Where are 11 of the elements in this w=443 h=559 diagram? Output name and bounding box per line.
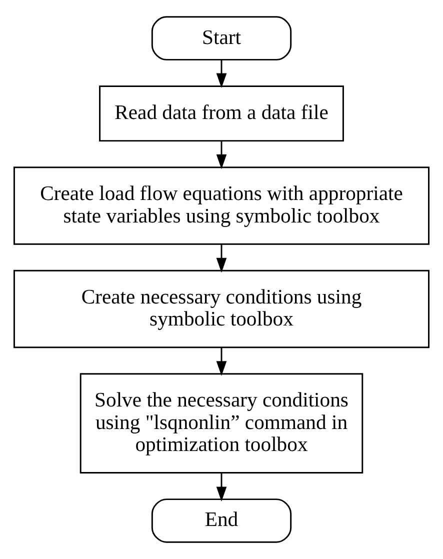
node-box: Read data from a data file [99,86,344,142]
node-box: Create necessary conditions using symbolic toolbox [13,270,430,348]
node-box: End [151,498,292,543]
arrow [216,60,227,88]
arrow [216,473,227,502]
node-box: Create load flow equations with appropriate state variables using symbolic toolbox [13,166,430,245]
node-box: Solve the necessary conditions using "lsqnonlin” command in optimization toolbox [80,373,364,474]
arrow [216,348,227,376]
arrow [216,141,227,170]
node-box: Start [151,16,292,60]
arrow [216,244,227,273]
